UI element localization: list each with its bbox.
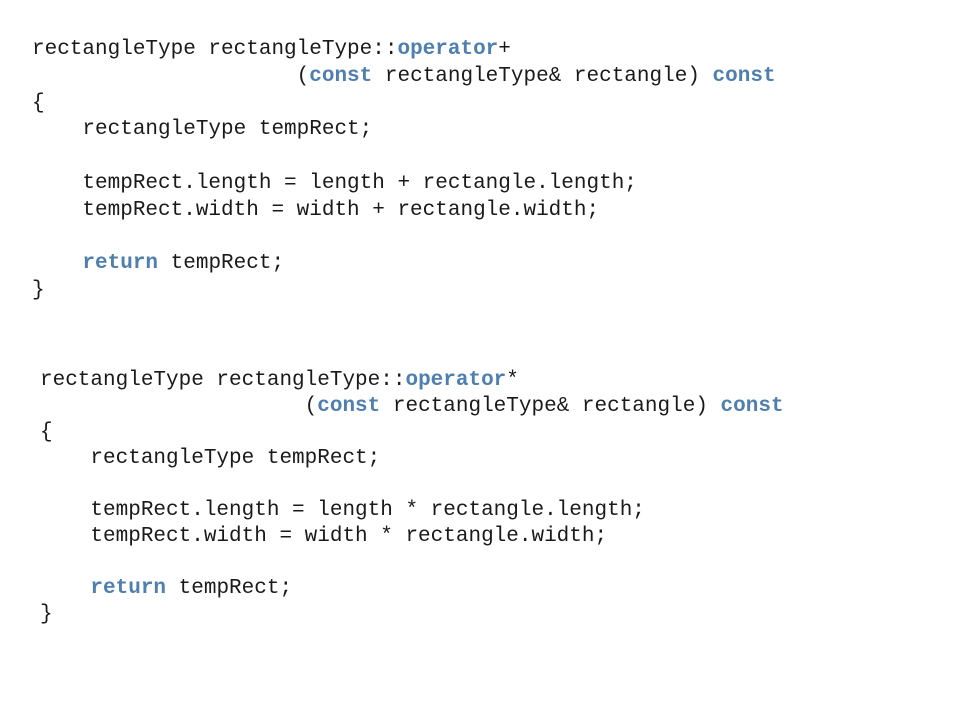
code-keyword: return xyxy=(90,577,167,600)
code-token: ( xyxy=(40,395,318,418)
code-line: rectangleType rectangleType::operator* xyxy=(40,368,519,394)
code-token: + xyxy=(498,38,511,61)
code-keyword: return xyxy=(82,252,159,275)
code-line: return tempRect; xyxy=(32,251,284,277)
code-keyword: operator xyxy=(397,38,499,61)
code-line: { xyxy=(32,91,45,117)
code-token: rectangleType& rectangle) xyxy=(372,65,713,88)
code-token: * xyxy=(506,369,519,392)
code-token: tempRect; xyxy=(166,577,293,600)
code-token: rectangleType& rectangle) xyxy=(380,395,721,418)
code-token: rectangleType rectangleType:: xyxy=(40,369,406,392)
code-line: rectangleType tempRect; xyxy=(40,446,380,472)
code-line: tempRect.length = length + rectangle.len… xyxy=(32,171,637,197)
code-token: rectangleType tempRect; xyxy=(32,118,373,141)
code-keyword: const xyxy=(720,395,784,418)
code-line: tempRect.width = width + rectangle.width… xyxy=(32,198,599,224)
code-line: } xyxy=(32,278,45,304)
code-line: rectangleType rectangleType::operator+ xyxy=(32,37,511,63)
code-line: tempRect.length = length * rectangle.len… xyxy=(40,498,645,524)
code-keyword: const xyxy=(309,65,373,88)
code-token: ( xyxy=(32,65,310,88)
code-token: { xyxy=(40,421,53,444)
code-line: return tempRect; xyxy=(40,576,292,602)
code-token: tempRect.width = width + rectangle.width… xyxy=(32,199,600,222)
code-token xyxy=(32,252,82,275)
code-line: (const rectangleType& rectangle) const xyxy=(32,64,776,90)
code-token: tempRect; xyxy=(158,252,285,275)
code-token: tempRect.length = length * rectangle.len… xyxy=(40,499,645,522)
code-line: rectangleType tempRect; xyxy=(32,117,372,143)
code-token: { xyxy=(32,92,45,115)
code-line: (const rectangleType& rectangle) const xyxy=(40,394,784,420)
code-keyword: const xyxy=(712,65,776,88)
code-token xyxy=(40,577,90,600)
code-token: } xyxy=(32,279,45,302)
code-token: tempRect.length = length + rectangle.len… xyxy=(32,172,637,195)
code-keyword: operator xyxy=(405,369,507,392)
code-line: { xyxy=(40,420,53,446)
code-line: } xyxy=(40,602,53,628)
code-token: } xyxy=(40,603,53,626)
code-token: tempRect.width = width * rectangle.width… xyxy=(40,525,608,548)
code-line: tempRect.width = width * rectangle.width… xyxy=(40,524,607,550)
code-keyword: const xyxy=(317,395,381,418)
code-token: rectangleType tempRect; xyxy=(40,447,381,470)
code-token: rectangleType rectangleType:: xyxy=(32,38,398,61)
